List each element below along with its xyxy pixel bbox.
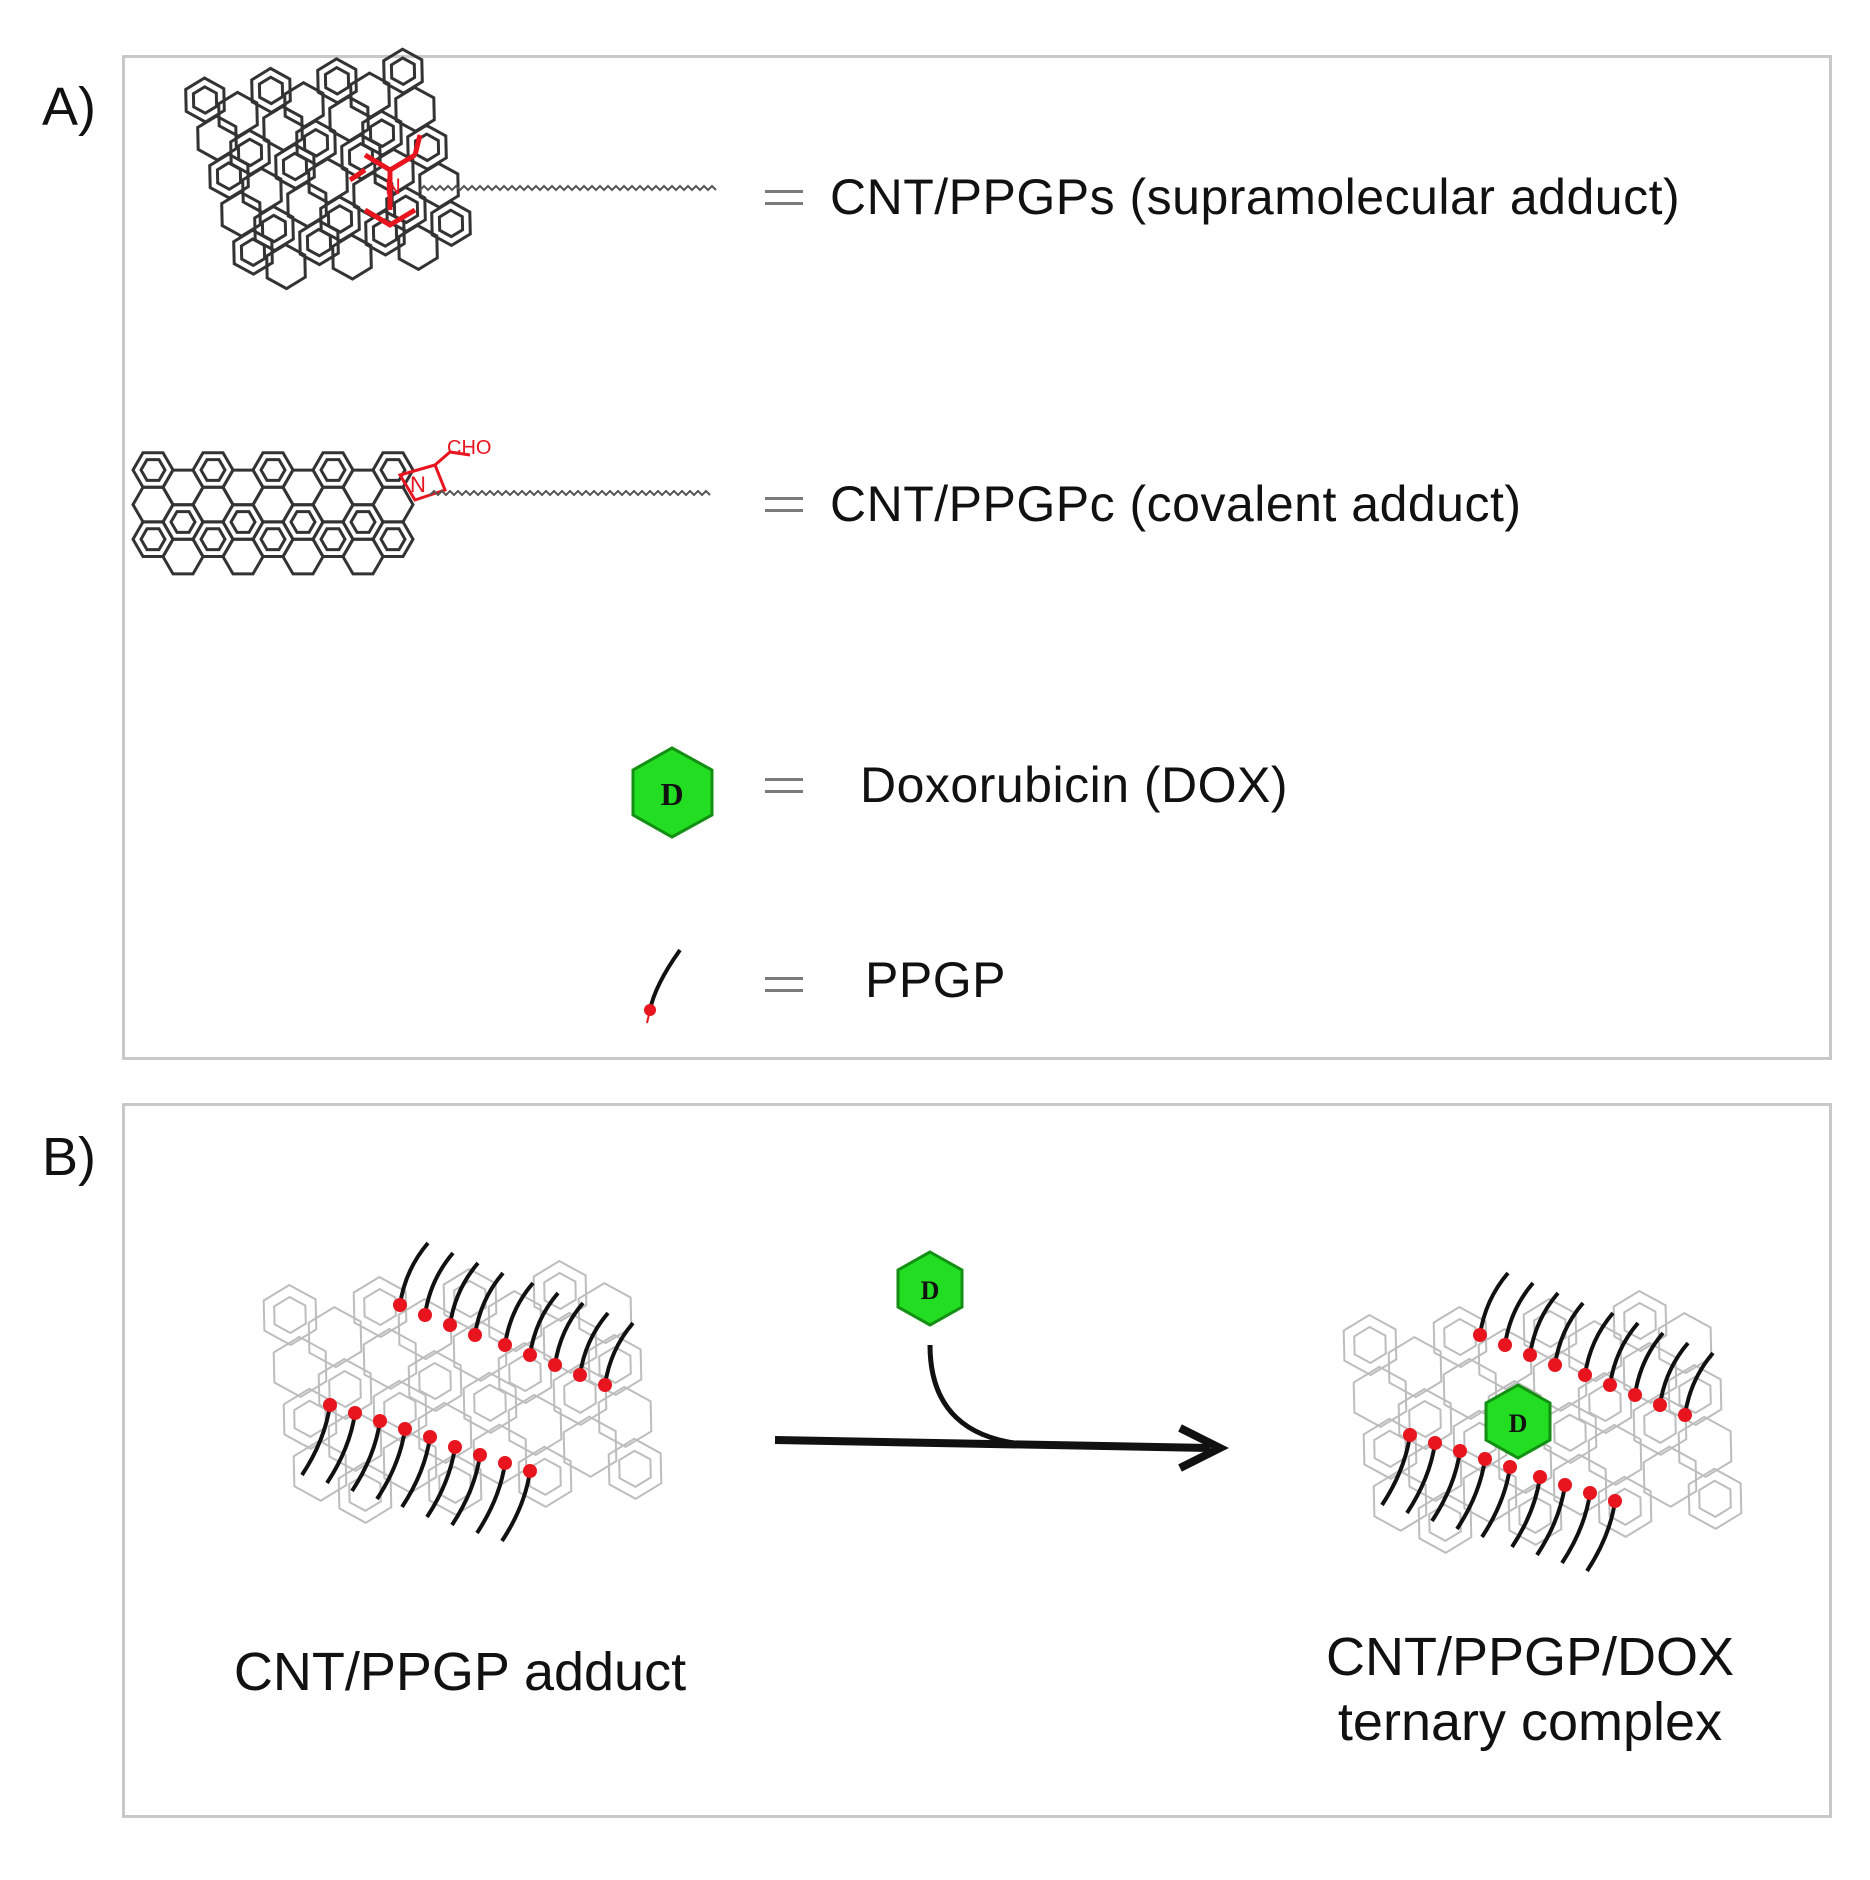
caption-ternary-complex: CNT/PPGP/DOX ternary complex	[1260, 1625, 1800, 1755]
equals-sign-3	[765, 778, 803, 793]
n-atom-label-2: N	[410, 472, 426, 497]
legend-covalent: CNT/PPGPc (covalent adduct)	[830, 476, 1522, 532]
ppgp-strand-icon	[644, 948, 682, 1024]
legend-ppgp: PPGP	[865, 952, 1006, 1008]
equals-sign-2	[765, 497, 803, 512]
cho-label: CHO	[447, 437, 491, 459]
cnt-ppgp-adduct-illustration	[262, 1241, 663, 1543]
caption-line-1: CNT/PPGP/DOX	[1325, 1627, 1735, 1687]
svg-text:D: D	[921, 1276, 940, 1305]
equals-sign-4	[765, 977, 803, 992]
caption-line-2: ternary complex	[1337, 1691, 1723, 1752]
reaction-arrow	[774, 1344, 1229, 1472]
cnt-ppgps-icon: N	[184, 47, 717, 291]
svg-text:D: D	[1509, 1409, 1528, 1438]
svg-text:D: D	[660, 776, 683, 812]
legend-dox: Doxorubicin (DOX)	[860, 757, 1289, 813]
bound-dox-hexagon	[1484, 1383, 1552, 1460]
panel-a-label: A)	[42, 77, 96, 137]
caption-cnt-ppgp-adduct: CNT/PPGP adduct	[233, 1642, 687, 1702]
cnt-ppgpc-icon: CHO N	[131, 437, 711, 576]
dox-reagent-icon: D	[896, 1250, 964, 1327]
dox-hexagon-icon: D	[631, 746, 714, 839]
equals-sign-1	[765, 190, 803, 205]
legend-supramolecular: CNT/PPGPs (supramolecular adduct)	[830, 169, 1681, 225]
cnt-ppgp-dox-complex-illustration: D	[1342, 1271, 1743, 1573]
n-atom-label: N	[385, 174, 401, 199]
panel-b-frame	[122, 1103, 1832, 1818]
panel-b-label: B)	[42, 1127, 96, 1187]
